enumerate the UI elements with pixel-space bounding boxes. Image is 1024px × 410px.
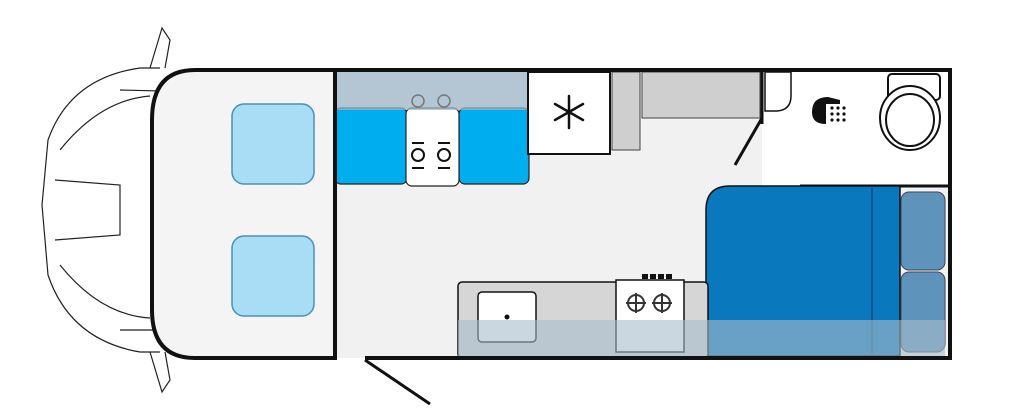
snowflake-icon — [553, 94, 585, 130]
place-setting-icon — [411, 142, 451, 169]
cabinet[interactable] — [611, 71, 641, 151]
entry-door[interactable] — [364, 358, 431, 406]
driver-seat[interactable] — [231, 103, 315, 185]
toilet-icon[interactable] — [879, 73, 941, 151]
shower-tray — [764, 71, 792, 112]
overlay — [458, 320, 945, 356]
wardrobe[interactable] — [641, 71, 761, 119]
bed[interactable] — [705, 185, 901, 357]
shower-icon — [812, 97, 846, 124]
walls — [333, 68, 952, 360]
bathroom-door[interactable] — [733, 117, 764, 166]
side-seat[interactable] — [900, 191, 946, 271]
dinette[interactable] — [334, 72, 530, 187]
dinette-table — [405, 107, 460, 187]
passenger-seat[interactable] — [231, 235, 315, 317]
